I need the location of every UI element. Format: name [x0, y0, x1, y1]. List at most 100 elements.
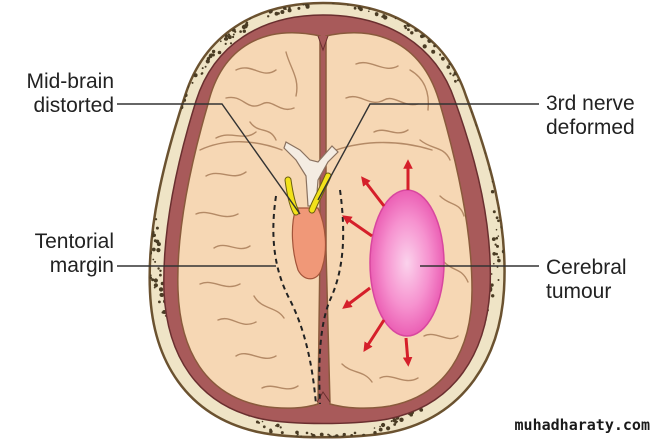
- skull-texture-dot: [149, 173, 153, 177]
- skull-texture-dot: [295, 430, 299, 435]
- skull-texture-dot: [152, 233, 156, 237]
- skull-texture-dot: [232, 33, 235, 36]
- skull-texture-dot: [217, 50, 222, 55]
- skull-texture-dot: [162, 138, 167, 143]
- skull-texture-dot: [303, 0, 307, 2]
- skull-texture-dot: [497, 279, 500, 281]
- skull-texture-dot: [495, 236, 499, 240]
- skull-texture-dot: [500, 171, 503, 174]
- skull-texture-dot: [159, 269, 162, 272]
- skull-texture-dot: [498, 192, 501, 195]
- skull-texture-dot: [327, 433, 330, 436]
- skull-texture-dot: [497, 174, 501, 179]
- skull-texture-dot: [242, 29, 246, 33]
- leader-third-nerve: [317, 103, 539, 201]
- skull-texture-dot: [350, 0, 352, 2]
- skull-texture-dot: [396, 420, 398, 423]
- skull-texture-dot: [262, 425, 266, 429]
- skull-texture-dot: [347, 4, 349, 6]
- skull-texture-dot: [275, 4, 278, 7]
- skull-texture-dot: [373, 427, 376, 429]
- skull-texture-dot: [378, 427, 383, 432]
- cerebral-tumour: [369, 189, 445, 337]
- skull-texture-dot: [156, 248, 161, 253]
- skull-texture-dot: [149, 276, 153, 280]
- skull-texture-dot: [151, 278, 155, 282]
- skull-texture-dot: [500, 177, 505, 182]
- skull-texture-dot: [490, 273, 493, 275]
- arrow-left-upper: [342, 215, 373, 238]
- skull-texture-dot: [359, 7, 363, 12]
- skull-texture-dot: [505, 207, 508, 210]
- skull-texture-dot: [390, 420, 393, 423]
- skull-texture-dot: [407, 28, 410, 31]
- skull-texture-dot: [332, 435, 337, 438]
- label-tentorial-margin: Tentorial margin: [35, 230, 114, 278]
- skull-texture-dot: [149, 225, 152, 229]
- skull-texture-dot: [393, 418, 396, 421]
- arrow-down-left: [363, 319, 386, 353]
- skull-texture-dot: [209, 54, 212, 58]
- skull-texture-dot: [201, 67, 204, 70]
- skull-texture-dot: [227, 33, 231, 36]
- skull-texture-dot: [420, 34, 424, 39]
- skull-texture-dot: [279, 426, 282, 429]
- skull-texture-dot: [299, 438, 302, 441]
- skull-texture-dot: [310, 432, 313, 435]
- label-third-nerve-line2: deformed: [546, 116, 635, 139]
- skull-texture-dot: [153, 283, 158, 288]
- skull-texture-dot: [497, 192, 502, 197]
- skull-texture-dot: [204, 65, 207, 68]
- skull-texture-dot: [496, 166, 499, 170]
- skull-texture-dot: [449, 72, 452, 75]
- skull-texture-dot: [476, 100, 480, 104]
- skull-texture-dot: [495, 228, 498, 231]
- skull-texture-dot: [433, 44, 436, 48]
- skull-texture-dot: [422, 44, 427, 49]
- skull-texture-dot: [146, 211, 150, 215]
- skull-texture-dot: [368, 10, 370, 13]
- skull-texture-dot: [379, 425, 381, 428]
- label-third-nerve-line1: 3rd nerve: [546, 92, 635, 115]
- skull-texture-dot: [146, 210, 149, 213]
- skull-texture-dot: [353, 431, 357, 435]
- skull-texture-dot: [502, 200, 505, 205]
- skull-texture-dot: [446, 65, 451, 69]
- skull-texture-dot: [191, 81, 194, 84]
- skull-texture-dot: [501, 249, 505, 254]
- skull-texture-dot: [491, 237, 496, 242]
- skull-texture-dot: [155, 239, 160, 244]
- skull-texture-dot: [301, 439, 305, 442]
- skull-texture-dot: [479, 111, 483, 116]
- skull-texture-dot: [269, 428, 272, 432]
- skull-texture-dot: [383, 15, 388, 20]
- skull-texture-dot: [494, 152, 498, 155]
- skull-texture-dot: [285, 8, 287, 10]
- skull-texture-dot: [441, 56, 445, 61]
- skull-texture-dot: [479, 117, 482, 121]
- skull-texture-dot: [305, 431, 309, 435]
- skull-texture-dot: [227, 35, 232, 40]
- skull-texture-dot: [231, 29, 234, 32]
- skull-texture-dot: [145, 200, 147, 202]
- skull-texture-dot: [173, 106, 176, 108]
- skull-texture-dot: [496, 163, 500, 166]
- label-tentorial-line1: Tentorial: [34, 230, 114, 253]
- skull-texture-dot: [403, 24, 407, 28]
- skull-texture-dot: [200, 72, 203, 75]
- skull-texture-dot: [149, 221, 151, 226]
- skull-texture-dot: [155, 226, 159, 230]
- skull-texture-dot: [280, 10, 285, 14]
- skull-texture-dot: [487, 148, 492, 152]
- skull-texture-dot: [239, 30, 242, 33]
- skull-texture-dot: [348, 3, 352, 4]
- skull-texture-dot: [331, 0, 334, 1]
- skull-texture-dot: [157, 169, 160, 172]
- skull-texture-dot: [482, 118, 487, 123]
- skull-texture-dot: [494, 243, 497, 246]
- skull-texture-dot: [149, 222, 151, 226]
- skull-texture-dot: [496, 244, 499, 248]
- skull-texture-dot: [305, 4, 310, 9]
- skull-texture-dot: [490, 157, 494, 161]
